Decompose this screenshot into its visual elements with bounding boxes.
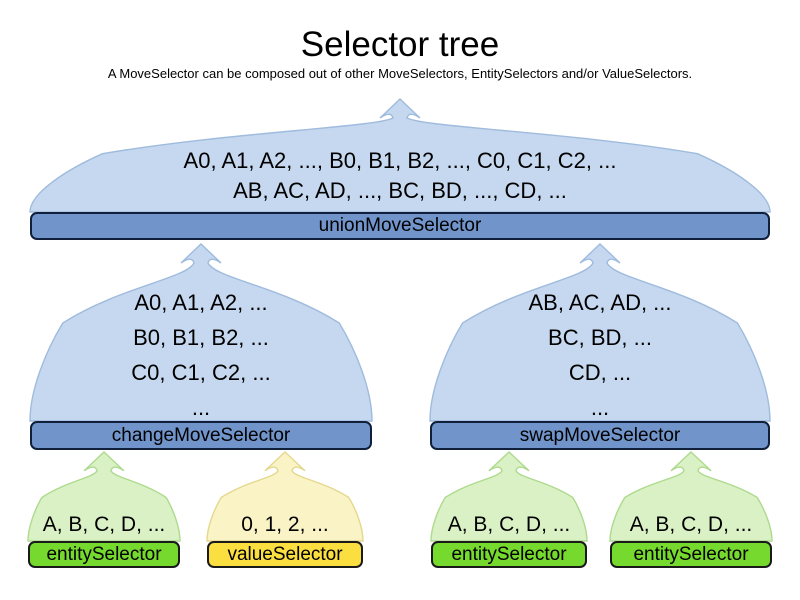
swap-plume-text: AB, AC, AD, ... BC, BD, ... CD, ... ... (430, 285, 770, 425)
swap-moves-line-4: ... (590, 395, 610, 420)
entity-values-line-2: A, B, C, D, ... (447, 513, 571, 536)
union-moves-line-1: A0, A1, A2, ..., B0, B1, B2, ..., C0, C1… (183, 148, 617, 173)
page-title: Selector tree (300, 25, 500, 64)
union-move-selector-bar: unionMoveSelector (30, 212, 770, 240)
entity-plume-text-2: A, B, C, D, ... (431, 512, 587, 538)
change-selection-plume: A0, A1, A2, ... B0, B1, B2, ... C0, C1, … (29, 243, 373, 422)
swap-move-selector-bar: swapMoveSelector (430, 421, 770, 450)
change-move-selector-bar: changeMoveSelector (30, 421, 372, 450)
entity-values-line-1: A, B, C, D, ... (42, 513, 166, 536)
entity-selection-plume-3: A, B, C, D, ... (609, 451, 773, 542)
union-moves-line-2: AB, AC, AD, ..., BC, BD, ..., CD, ... (233, 178, 567, 203)
swap-moves-line-3: CD, ... (568, 360, 632, 385)
value-plume-text: 0, 1, 2, ... (207, 512, 363, 538)
swap-moves-line-1: AB, AC, AD, ... (528, 290, 672, 315)
value-selection-plume: 0, 1, 2, ... (206, 451, 364, 542)
entity-selector-bar-2: entitySelector (431, 541, 587, 568)
change-moves-line-2: B0, B1, B2, ... (133, 325, 269, 350)
value-values-line-1: 0, 1, 2, ... (241, 513, 329, 536)
change-moves-line-3: C0, C1, C2, ... (131, 360, 271, 385)
entity-plume-text-1: A, B, C, D, ... (28, 512, 180, 538)
change-plume-text: A0, A1, A2, ... B0, B1, B2, ... C0, C1, … (30, 285, 372, 425)
entity-selection-plume-2: A, B, C, D, ... (430, 451, 588, 542)
entity-values-line-3: A, B, C, D, ... (629, 513, 753, 536)
swap-moves-line-2: BC, BD, ... (548, 325, 652, 350)
swap-selection-plume: AB, AC, AD, ... BC, BD, ... CD, ... ... (429, 243, 771, 422)
entity-selection-plume-1: A, B, C, D, ... (27, 451, 181, 542)
value-selector-bar: valueSelector (207, 541, 363, 568)
entity-plume-text-3: A, B, C, D, ... (610, 512, 772, 538)
change-moves-line-4: ... (191, 395, 211, 420)
page-subtitle: A MoveSelector can be composed out of ot… (107, 66, 693, 81)
entity-selector-bar-1: entitySelector (28, 541, 180, 568)
union-plume-text: A0, A1, A2, ..., B0, B1, B2, ..., C0, C1… (30, 146, 770, 206)
entity-selector-bar-3: entitySelector (610, 541, 772, 568)
union-selection-plume: A0, A1, A2, ..., B0, B1, B2, ..., C0, C1… (29, 98, 771, 213)
change-moves-line-1: A0, A1, A2, ... (134, 290, 268, 315)
